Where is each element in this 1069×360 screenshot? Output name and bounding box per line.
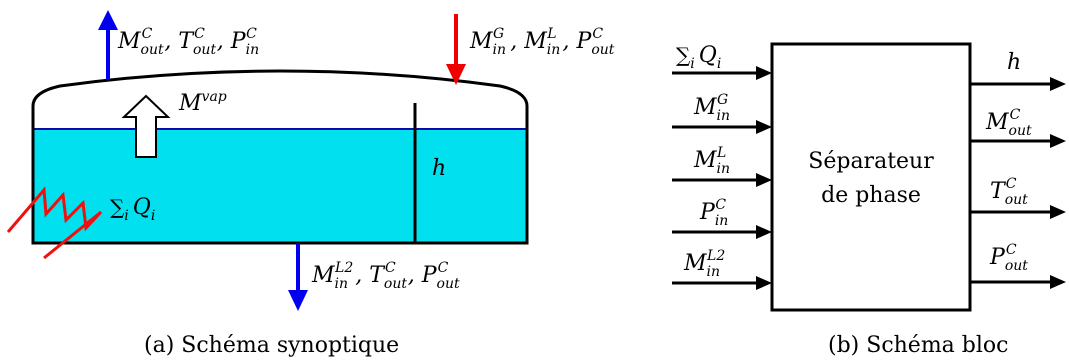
caption-a: (a) Schéma synoptique [144,333,399,358]
separator-block-line1: Séparateur [808,149,934,174]
separator-block-line2: de phase [821,183,921,208]
outlet-bottom-arrow-head [288,290,308,311]
vapor-label: Mvap [178,89,227,116]
output-arrow-head [1050,77,1066,91]
vapor-flow-arrow [121,94,171,158]
input-label-pressure: PinC [699,197,728,229]
outlet-bottom-label: MinL2, ToutC, PoutC [311,260,460,292]
input-label-liquid2: MinL2 [683,248,725,280]
input-label-liquid: MinL [693,145,730,177]
input-arrow-head [756,225,772,239]
inlet-top-label: MinG, MinL, PoutC [469,26,615,58]
output-label-mass: MoutC [985,107,1032,139]
output-arrow-head [1050,134,1066,148]
vessel-outline [31,69,529,245]
input-arrow-head [756,120,772,134]
caption-b: (b) Schéma bloc [828,333,1008,358]
outlet-top-label: MoutC, ToutC, PinC [117,26,259,58]
output-arrow-head [1050,205,1066,219]
output-arrows [970,77,1066,289]
liquid-body [33,129,527,243]
output-label-temperature: ToutC [990,176,1028,208]
outlet-top-arrow-head [98,10,118,30]
output-label-level: h [1007,50,1021,75]
output-label-pressure: PoutC [989,242,1028,274]
level-label: h [432,156,446,181]
input-arrows [672,66,772,290]
inlet-top-arrow-head [446,64,466,85]
heater-lead [43,210,102,260]
separator-block [770,42,972,312]
input-arrow-head [756,173,772,187]
input-arrow-head [756,66,772,80]
input-label-gas: MinG [693,92,730,124]
output-arrow-head [1050,275,1066,289]
input-arrow-head [756,276,772,290]
